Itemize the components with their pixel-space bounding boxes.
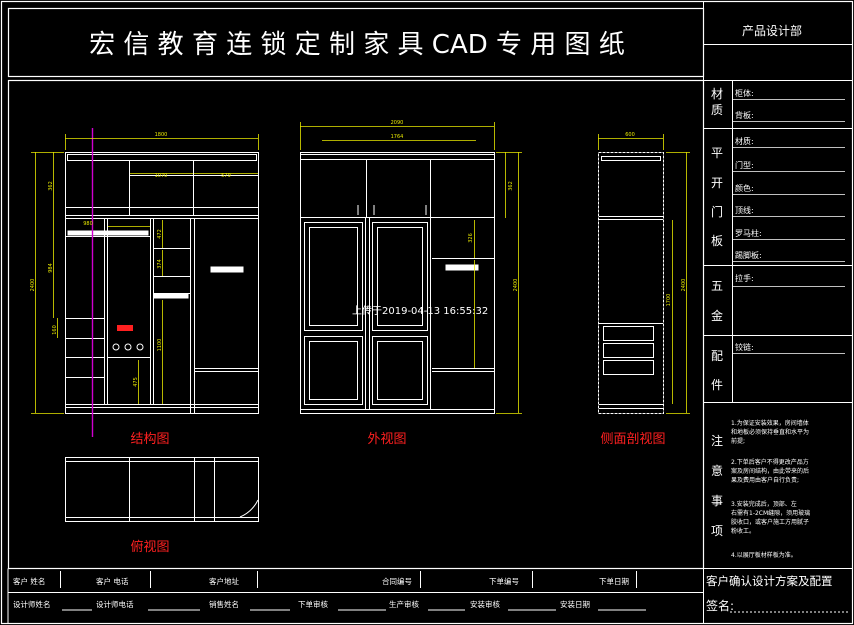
e-side-dim: 326 bbox=[468, 233, 474, 243]
bottom-table-lines bbox=[7, 568, 848, 623]
table-order-date: 下单日期 bbox=[599, 576, 629, 586]
field-cabinet: 柜体: bbox=[735, 88, 754, 98]
table-order-review: 下单审核 bbox=[298, 599, 328, 609]
exterior-dimensions bbox=[300, 122, 522, 414]
table-sales-name: 销售姓名 bbox=[209, 599, 239, 609]
table-order-no: 下单编号 bbox=[489, 576, 519, 586]
drawing-title: 宏 信 教 育 连 锁 定 制 家 具 CAD 专 用 图 纸 bbox=[89, 30, 625, 60]
structure-view bbox=[65, 152, 259, 414]
e-width-dim: 2090 bbox=[391, 120, 404, 126]
note-3-line-2: 右需有1-2CM缝隙，须用玻璃 bbox=[731, 509, 810, 517]
s-hang-dim: 980 bbox=[83, 221, 93, 227]
field-door-type: 门型: bbox=[735, 160, 754, 170]
section-label-door-1: 平 bbox=[711, 146, 723, 160]
note-3-line-3: 胶收口，或客户施工方用腻子 bbox=[731, 518, 809, 526]
note-4-line-1: 4.以展厅板材样板为准。 bbox=[731, 551, 797, 559]
section-label-hardware-1: 五 bbox=[711, 279, 723, 293]
e-top-dim: 362 bbox=[508, 181, 514, 191]
note-2-line-1: 2.下单后客户不得更改产品方 bbox=[731, 458, 809, 466]
top-view-caption: 俯视图 bbox=[130, 539, 169, 555]
notes-label-2: 意 bbox=[711, 463, 723, 478]
side-view bbox=[598, 152, 664, 414]
field-backboard: 背板: bbox=[735, 110, 754, 120]
side-height-dim: 2400 bbox=[681, 279, 687, 292]
s-a-dim: 472 bbox=[157, 229, 163, 239]
structure-dimensions bbox=[31, 134, 259, 414]
field-color: 颜色: bbox=[735, 183, 754, 193]
table-install-review: 安装审核 bbox=[470, 599, 500, 609]
customer-confirm-label: 客户确认设计方案及配置 bbox=[706, 574, 833, 588]
exterior-view-caption: 外视图 bbox=[367, 432, 406, 447]
section-label-hardware-2: 金 bbox=[711, 308, 723, 323]
section-label-material-1: 材 bbox=[711, 87, 723, 101]
table-customer-phone: 客户 电话 bbox=[96, 576, 129, 586]
right-panel-grid bbox=[703, 44, 853, 569]
e-inner-dim: 1764 bbox=[391, 134, 404, 140]
note-2-line-3: 果及费用由客户自行负责; bbox=[731, 476, 799, 484]
notes-label-1: 注 bbox=[711, 433, 723, 448]
notes-list: 1.为保证安装效果，房间墙体 和地板必须保持垂直和水平为 前提; 2.下单后客户… bbox=[731, 419, 810, 559]
s-top-h-dim: 362 bbox=[48, 181, 54, 191]
department-header: 产品设计部 bbox=[742, 23, 802, 38]
field-top-line: 顶线: bbox=[735, 205, 754, 215]
section-label-material-2: 质 bbox=[711, 103, 723, 117]
section-label-door-3: 门 bbox=[711, 204, 723, 219]
notes-label-4: 项 bbox=[711, 524, 723, 538]
field-underlines bbox=[733, 99, 845, 354]
table-customer-name: 客户 姓名 bbox=[13, 576, 45, 586]
note-3-line-4: 粉收工。 bbox=[731, 527, 755, 535]
side-mid-dim: 1700 bbox=[666, 294, 672, 307]
section-label-parts-2: 件 bbox=[711, 378, 723, 392]
signature-label: 签名: bbox=[706, 598, 734, 613]
field-kickboard: 踢脚板: bbox=[735, 250, 762, 260]
side-width-dim: 600 bbox=[625, 132, 635, 138]
note-2-line-2: 案及房间结构，由此带来的后 bbox=[731, 467, 809, 475]
upload-timestamp: 上传于2019-04-13 16:55:32 bbox=[352, 305, 488, 317]
table-designer-phone: 设计师电话 bbox=[96, 599, 134, 609]
s-width-dim: 1800 bbox=[155, 132, 168, 138]
field-handle: 拉手: bbox=[735, 273, 754, 283]
field-roman-column: 罗马柱: bbox=[735, 228, 762, 238]
s-d-dim: 160 bbox=[52, 325, 58, 335]
red-label-mark bbox=[117, 325, 133, 331]
table-install-date: 安装日期 bbox=[560, 599, 590, 609]
section-label-parts-1: 配 bbox=[711, 349, 723, 363]
s-mid-h-dim: 984 bbox=[48, 263, 54, 273]
field-hinge: 铰链: bbox=[735, 342, 754, 352]
table-designer-name: 设计师姓名 bbox=[13, 599, 51, 609]
s-e-dim: 475 bbox=[133, 377, 139, 387]
s-height-dim: 2400 bbox=[30, 279, 36, 292]
section-label-door-2: 开 bbox=[711, 176, 723, 190]
s-c-dim: 1100 bbox=[157, 339, 163, 352]
table-contract-no: 合同编号 bbox=[382, 576, 412, 586]
note-1-line-3: 前提; bbox=[731, 437, 745, 445]
exterior-view bbox=[300, 152, 495, 414]
s-top-right-dim: 579 bbox=[221, 173, 231, 179]
note-1-line-1: 1.为保证安装效果，房间墙体 bbox=[731, 419, 809, 427]
notes-label-3: 事 bbox=[711, 494, 723, 508]
side-dimensions bbox=[598, 134, 690, 414]
table-production-review: 生产审核 bbox=[389, 599, 419, 609]
section-label-door-4: 板 bbox=[711, 234, 723, 248]
s-top-mid-dim: 1070 bbox=[155, 173, 168, 179]
structure-view-caption: 结构图 bbox=[130, 432, 169, 447]
note-1-line-2: 和地板必须保持垂直和水平为 bbox=[731, 428, 809, 436]
field-material: 材质: bbox=[735, 136, 754, 146]
side-view-caption: 侧面剖视图 bbox=[600, 432, 665, 447]
note-3-line-1: 3.安装完成后，顶部、左 bbox=[731, 500, 797, 508]
s-b-dim: 374 bbox=[157, 259, 163, 269]
e-height-dim: 2400 bbox=[513, 279, 519, 292]
table-customer-address: 客户地址 bbox=[209, 576, 239, 586]
top-view bbox=[65, 457, 259, 522]
